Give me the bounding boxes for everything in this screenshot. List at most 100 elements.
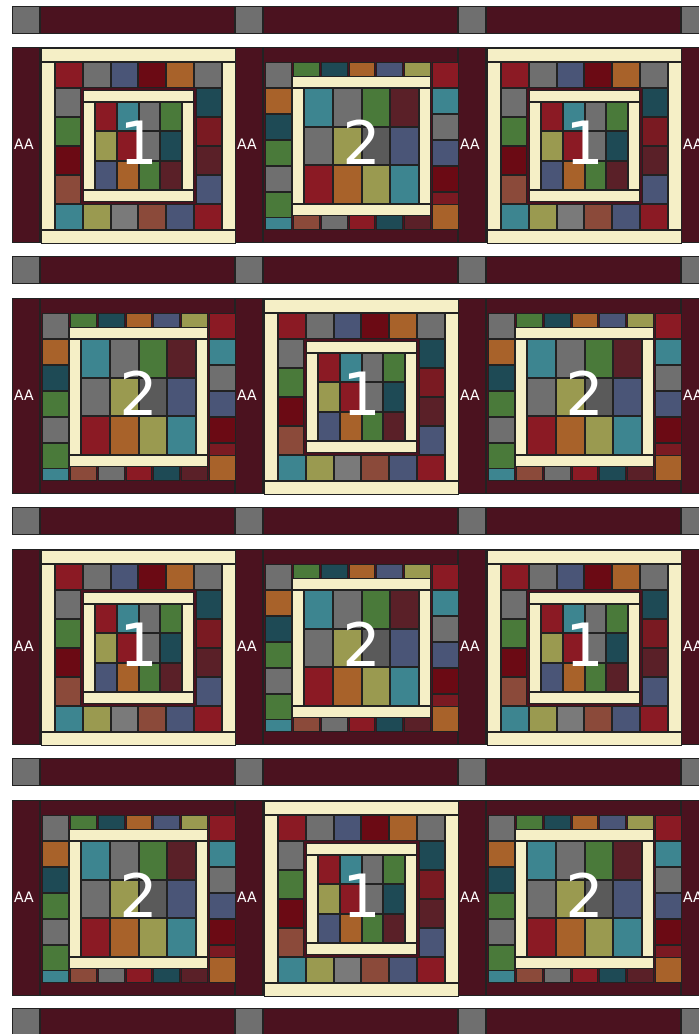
patch (111, 564, 139, 590)
patch (584, 62, 612, 88)
sashing-label: AA (237, 891, 257, 905)
quilt-block-1: 1 (263, 800, 458, 996)
patch (417, 815, 445, 841)
patch (42, 443, 69, 469)
sashing-post (12, 1008, 40, 1034)
sashing-strip (40, 758, 235, 786)
patch (501, 677, 527, 706)
patch (642, 175, 668, 204)
block-number-label: 1 (487, 114, 682, 174)
patch (584, 706, 612, 732)
patch (501, 564, 529, 590)
sashing-strip (263, 6, 458, 34)
sashing-post (235, 758, 263, 786)
patch (432, 590, 459, 616)
patch (419, 426, 445, 455)
vertical-sashing-strip: AA (458, 298, 486, 494)
sashing-strip (40, 256, 235, 284)
patch (265, 62, 292, 88)
patch (55, 88, 81, 117)
patch (209, 455, 236, 481)
sashing-post (12, 256, 40, 284)
patch (55, 564, 83, 590)
patch (417, 313, 445, 339)
patch (642, 590, 668, 619)
quilt-block-2: 2 (40, 298, 235, 494)
patch (488, 945, 515, 971)
patch (417, 455, 445, 481)
sashing-post (681, 758, 699, 786)
patch (334, 815, 362, 841)
cream-strip (41, 48, 236, 62)
sashing-post (458, 758, 486, 786)
patch (655, 815, 682, 841)
vertical-sashing-strip: AA (235, 298, 263, 494)
quilt-block-2: 2 (40, 800, 235, 996)
patch (612, 204, 640, 230)
sashing-label: AA (683, 640, 699, 654)
quilt-block-2: 2 (263, 47, 458, 243)
sashing-post (235, 1008, 263, 1034)
patch (194, 62, 222, 88)
sashing-post (458, 507, 486, 535)
sashing-post (681, 256, 699, 284)
sashing-post (235, 256, 263, 284)
patch (529, 706, 557, 732)
cream-frame (292, 204, 431, 216)
patch (557, 62, 585, 88)
cream-frame (529, 692, 640, 704)
patch (265, 88, 292, 114)
patch (389, 957, 417, 983)
cream-strip (41, 550, 236, 564)
patch (83, 62, 111, 88)
patch (557, 204, 585, 230)
cream-frame (515, 455, 654, 467)
patch (42, 313, 69, 339)
vertical-sashing-strip: AA (681, 47, 699, 243)
cream-frame (529, 90, 640, 102)
patch (306, 313, 334, 339)
patch (111, 706, 139, 732)
patch (389, 313, 417, 339)
block-number-label: 2 (41, 365, 236, 425)
cream-frame (69, 829, 208, 841)
patch (488, 815, 515, 841)
patch (488, 443, 515, 469)
patch (55, 204, 83, 230)
patch (209, 841, 236, 867)
patch (419, 841, 445, 870)
patch (334, 313, 362, 339)
patch (196, 677, 222, 706)
cream-frame (83, 90, 194, 102)
sashing-label: AA (460, 640, 480, 654)
patch (196, 590, 222, 619)
cream-frame (515, 327, 654, 339)
sashing-row (0, 1008, 699, 1034)
patch (194, 204, 222, 230)
patch (278, 928, 304, 957)
patch (417, 957, 445, 983)
patch (655, 339, 682, 365)
block-number-label: 2 (264, 114, 459, 174)
cream-frame (529, 592, 640, 604)
patch (642, 88, 668, 117)
patch (83, 564, 111, 590)
patch (501, 590, 527, 619)
block-number-label: 2 (487, 365, 682, 425)
vertical-sashing-strip: AA (681, 800, 699, 996)
patch (655, 841, 682, 867)
patch (265, 564, 292, 590)
cream-frame (83, 692, 194, 704)
sashing-post (681, 507, 699, 535)
sashing-label: AA (460, 891, 480, 905)
vertical-sashing-strip: AA (235, 549, 263, 745)
quilt-block-1: 1 (40, 47, 235, 243)
patch (501, 706, 529, 732)
quilt-block-2: 2 (486, 800, 681, 996)
patch (361, 313, 389, 339)
patch (55, 677, 81, 706)
sashing-label: AA (237, 138, 257, 152)
patch (361, 957, 389, 983)
sashing-row (0, 256, 699, 284)
